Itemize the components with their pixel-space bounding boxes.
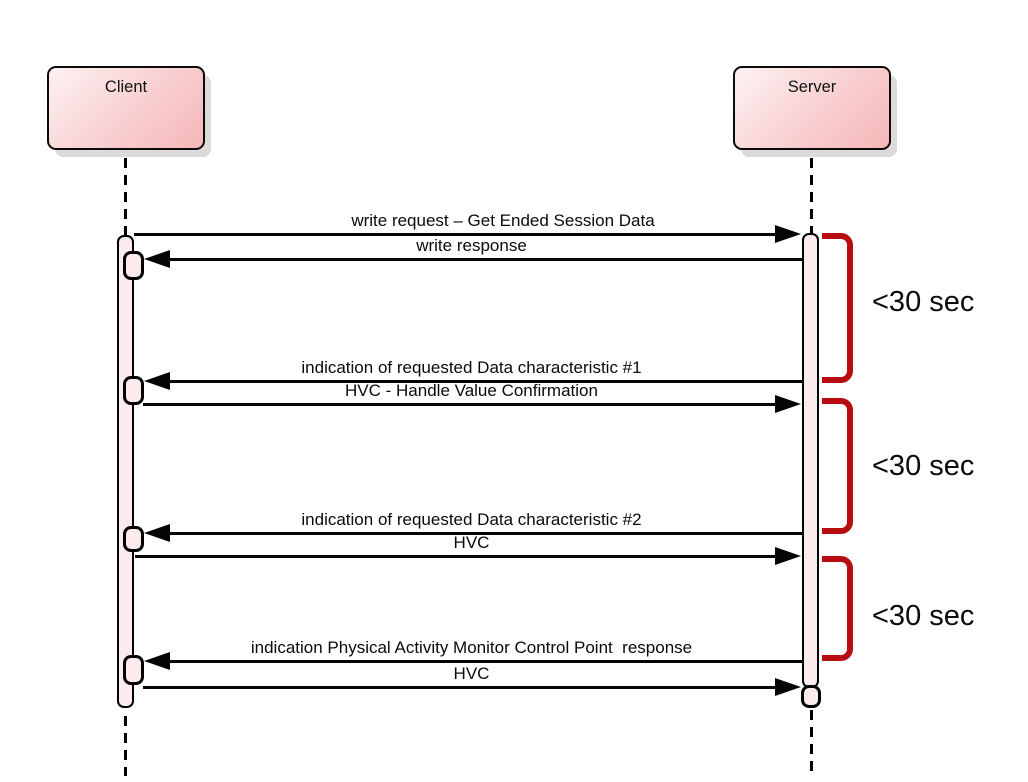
message-line — [170, 258, 803, 261]
timer-bracket — [822, 233, 853, 383]
message-line — [143, 686, 776, 689]
message-label: HVC — [453, 664, 490, 683]
timer-label: <30 sec — [872, 286, 975, 318]
message-line — [170, 532, 803, 535]
arrow-left-icon — [144, 652, 170, 670]
message-label: write response — [416, 236, 527, 255]
arrow-left-icon — [144, 372, 170, 390]
server-actor-box: Server — [733, 66, 891, 150]
client-lifeline — [124, 716, 127, 776]
arrow-right-icon — [775, 547, 801, 565]
message-line — [143, 403, 776, 406]
server-nested-activation — [801, 685, 821, 708]
arrow-right-icon — [775, 225, 801, 243]
message-line — [170, 660, 803, 663]
client-nested-activation — [123, 526, 144, 552]
server-actor-label: Server — [787, 78, 837, 96]
message-label: indication of requested Data characteris… — [301, 358, 642, 377]
timer-bracket — [822, 556, 853, 661]
message-line — [135, 555, 776, 558]
message-line — [134, 233, 776, 236]
arrow-left-icon — [144, 524, 170, 542]
message-label: indication of requested Data characteris… — [301, 510, 642, 529]
message-label: write request – Get Ended Session Data — [351, 211, 655, 230]
client-activation-bar — [117, 235, 134, 708]
client-lifeline — [124, 158, 127, 235]
server-activation-bar — [802, 233, 819, 688]
arrow-right-icon — [775, 395, 801, 413]
client-nested-activation — [123, 376, 144, 405]
message-label: indication Physical Activity Monitor Con… — [250, 638, 693, 657]
message-line — [170, 380, 803, 383]
server-lifeline — [810, 710, 813, 778]
arrow-left-icon — [144, 250, 170, 268]
message-label: HVC — [453, 533, 490, 552]
client-nested-activation — [123, 655, 144, 685]
client-actor-label: Client — [104, 78, 148, 96]
server-lifeline — [810, 158, 813, 233]
message-label: HVC - Handle Value Confirmation — [345, 381, 598, 400]
client-nested-activation — [123, 251, 144, 280]
client-actor-box: Client — [47, 66, 205, 150]
arrow-right-icon — [775, 678, 801, 696]
timer-bracket — [822, 398, 853, 534]
timer-label: <30 sec — [872, 600, 975, 632]
timer-label: <30 sec — [872, 450, 975, 482]
